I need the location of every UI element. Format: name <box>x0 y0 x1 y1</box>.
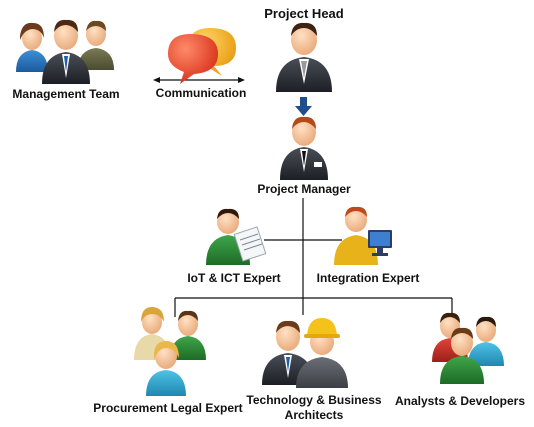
analysts-developers-label: Analysts & Developers <box>394 394 526 408</box>
hard-hat-icon <box>304 318 340 338</box>
integration-expert-icon <box>334 206 392 265</box>
iot-ict-expert-icon <box>206 208 267 265</box>
technology-business-architects-label-line2: Architects <box>284 408 344 422</box>
project-head-icon <box>276 22 332 92</box>
document-icon <box>233 226 267 262</box>
down-arrow-icon <box>295 97 312 116</box>
computer-monitor-icon <box>368 230 392 256</box>
left-arrow-icon <box>153 77 160 83</box>
management-team-icon <box>16 19 114 84</box>
management-team-label: Management Team <box>12 87 120 101</box>
project-manager-label: Project Manager <box>257 182 351 196</box>
speech-bubbles-icon <box>168 28 236 84</box>
analysts-developers-icon <box>432 312 504 384</box>
project-manager-icon <box>280 116 328 180</box>
right-arrow-icon <box>238 77 245 83</box>
procurement-legal-expert-label: Procurement Legal Expert <box>93 401 243 415</box>
communication-label: Communication <box>155 86 247 100</box>
technology-business-architects-label-line1: Technology & Business <box>246 393 382 407</box>
procurement-legal-expert-icon <box>134 307 206 396</box>
iot-ict-expert-label: IoT & ICT Expert <box>187 271 281 285</box>
project-head-label: Project Head <box>264 6 344 21</box>
badge-icon <box>314 162 322 167</box>
technology-business-architects-icon <box>262 318 348 388</box>
integration-expert-label: Integration Expert <box>316 271 420 285</box>
